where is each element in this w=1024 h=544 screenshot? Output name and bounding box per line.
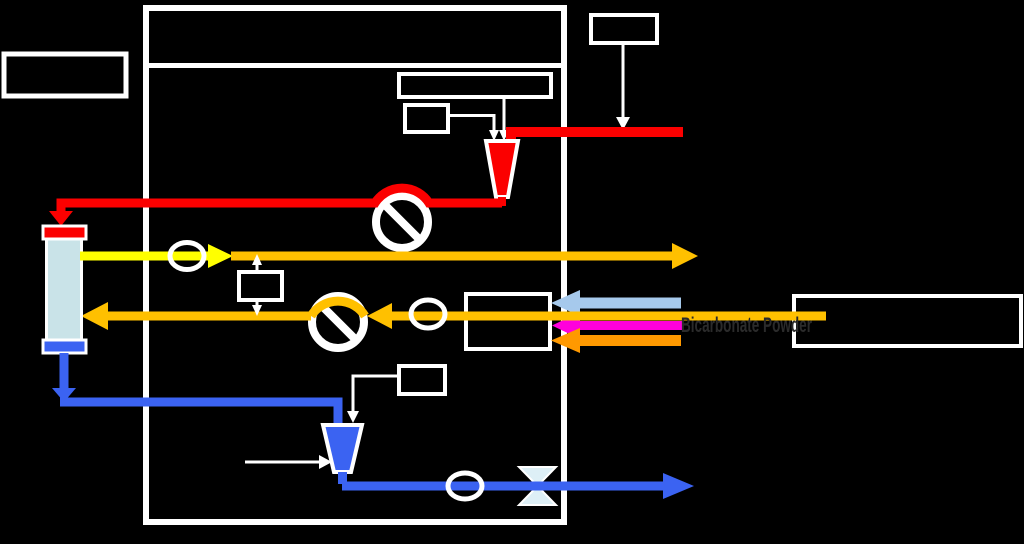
concentrate-inlet-arrow-top <box>551 290 681 316</box>
line-over-pump-arc <box>307 296 369 319</box>
blood-path <box>56 183 502 212</box>
blood-pump <box>372 192 432 252</box>
dialysate-pump <box>308 292 368 352</box>
drain-line <box>52 353 694 502</box>
dialysate-outflow-line <box>80 240 698 272</box>
machine-enclosure-outline <box>143 5 567 525</box>
callout-line-small-box <box>448 114 496 131</box>
top-left-label-box <box>1 51 129 99</box>
left-arrow-icon <box>551 290 580 316</box>
valve-top-triangle-icon <box>516 466 559 488</box>
down-arrow-icon <box>347 411 359 423</box>
chamber-outlet <box>338 472 347 484</box>
down-arrow-icon <box>489 130 499 141</box>
pump-slash-icon <box>381 201 423 243</box>
arterial-drip-chamber <box>483 139 521 206</box>
drain-label-callout-box <box>397 364 447 396</box>
drip-chamber-callouts <box>448 97 509 141</box>
arrow-shaft <box>580 335 681 346</box>
shutoff-valve <box>516 466 559 506</box>
flow-sensor-blue-line <box>445 470 485 502</box>
left-arrow-icon <box>81 302 108 330</box>
callout-line <box>351 374 399 412</box>
machine-enclosure <box>143 5 567 525</box>
valve-bottom-triangle-icon <box>516 484 559 506</box>
flow-sensor-yellow-line <box>167 240 207 272</box>
down-arrow-icon <box>616 117 630 130</box>
pump-slash-icon <box>317 301 359 343</box>
dialyzer-red-cap <box>41 224 88 241</box>
concentrate-inlet-arrow-bottom <box>551 328 681 353</box>
small-label-box <box>403 103 450 134</box>
dialyzer-column <box>41 224 88 355</box>
right-arrow-icon <box>208 244 233 268</box>
left-arrow-icon <box>551 328 580 353</box>
down-arrow-icon <box>49 211 73 226</box>
balancing-chamber <box>237 254 284 316</box>
down-arrow-icon <box>252 305 262 316</box>
bicarbonate-powder-label: Bicarbonate Powder <box>681 314 812 337</box>
up-arrow-icon <box>252 254 262 265</box>
dialysate-return-line <box>81 296 826 331</box>
arrow-shaft <box>580 297 681 309</box>
balancing-chamber-box <box>237 270 284 302</box>
dialyzer-blue-cap <box>41 338 88 355</box>
blood-supply-line <box>506 127 683 142</box>
inline-label-box <box>464 292 552 351</box>
blood-to-dialyzer-line <box>49 183 502 226</box>
blood-inflow-path <box>506 127 683 142</box>
right-arrow-icon <box>663 473 694 499</box>
right-arrow-icon <box>319 455 332 469</box>
drip-chamber-cone <box>483 139 521 199</box>
top-right-label-box-outline <box>589 13 659 45</box>
drain-path <box>60 397 343 425</box>
right-arrow-icon <box>672 243 698 269</box>
wide-label-box <box>397 72 553 99</box>
bicarbonate-supply-box <box>792 294 1023 348</box>
arrow-shaft <box>580 321 683 330</box>
left-arrow-icon <box>367 303 392 329</box>
flow-sensor-gold-line <box>408 297 448 331</box>
dialyzer-body <box>45 237 83 342</box>
deaeration-chamber <box>320 423 365 474</box>
drain-callout <box>245 364 447 469</box>
down-arrow-icon <box>52 388 76 402</box>
top-right-label-box <box>589 13 659 130</box>
